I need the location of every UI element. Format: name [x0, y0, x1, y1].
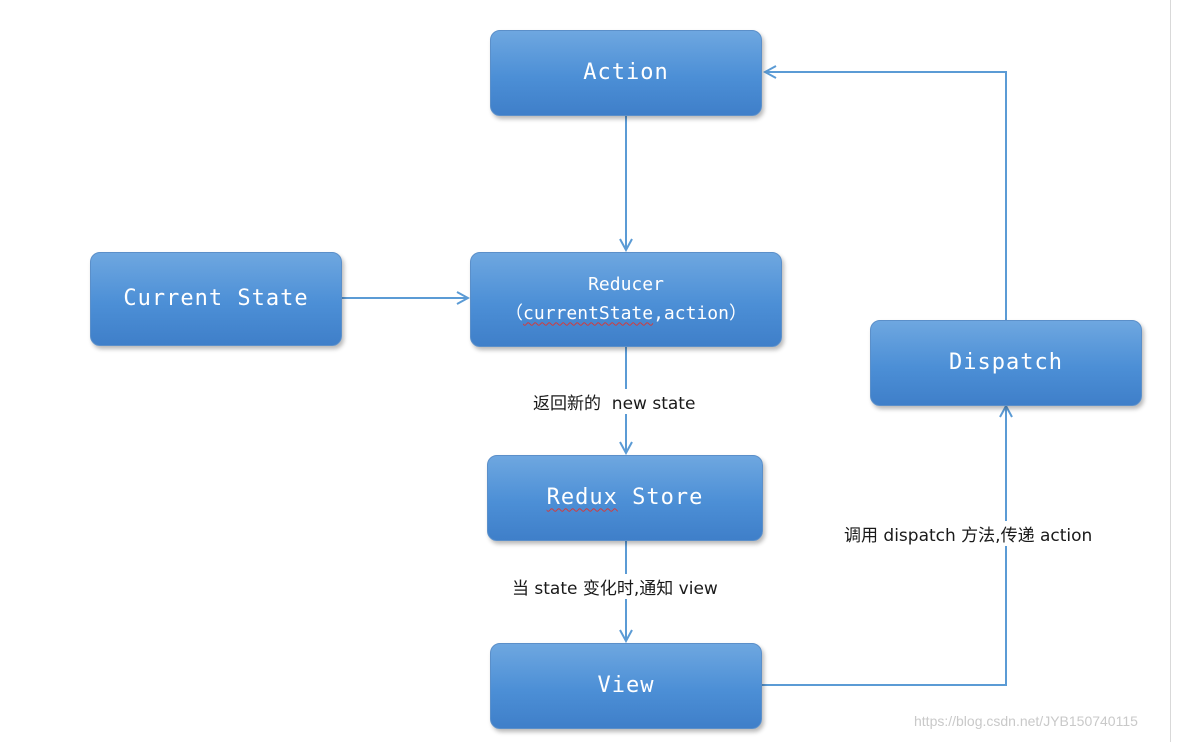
redux-store-word1: Redux	[546, 485, 618, 511]
reducer-title: Reducer	[588, 274, 664, 295]
edge-label-view-to-dispatch: 调用 dispatch 方法,传递 action	[842, 521, 1095, 546]
dispatch-node: Dispatch	[870, 320, 1142, 406]
page-right-border	[1170, 0, 1171, 742]
arrow-dispatch-to-action	[765, 72, 1007, 320]
csdn-watermark: https://blog.csdn.net/JYB150740115	[914, 713, 1138, 729]
view-node: View	[490, 643, 762, 729]
redux-store-label: Redux Store	[547, 484, 704, 512]
redux-store-word2: Store	[617, 485, 704, 511]
view-label: View	[597, 673, 655, 699]
edge-label-store-to-view: 当 state 变化时,通知 view	[510, 574, 720, 599]
current-state-node: Current State	[90, 252, 342, 346]
edge-label-reducer-to-store: 返回新的 new state	[531, 389, 698, 414]
reducer-args-open: （	[505, 302, 524, 324]
action-label: Action	[583, 60, 669, 86]
redux-store-node: Redux Store	[487, 455, 763, 541]
reducer-node: Reducer （currentState,action）	[470, 252, 782, 347]
arrow-view-to-dispatch	[762, 406, 1006, 686]
dispatch-label: Dispatch	[949, 350, 1063, 376]
action-node: Action	[490, 30, 762, 116]
reducer-args-rest: ,action）	[653, 302, 747, 324]
reducer-args-fn: currentState	[523, 302, 654, 324]
current-state-label: Current State	[123, 286, 309, 312]
reducer-args: （currentState,action）	[505, 303, 747, 326]
